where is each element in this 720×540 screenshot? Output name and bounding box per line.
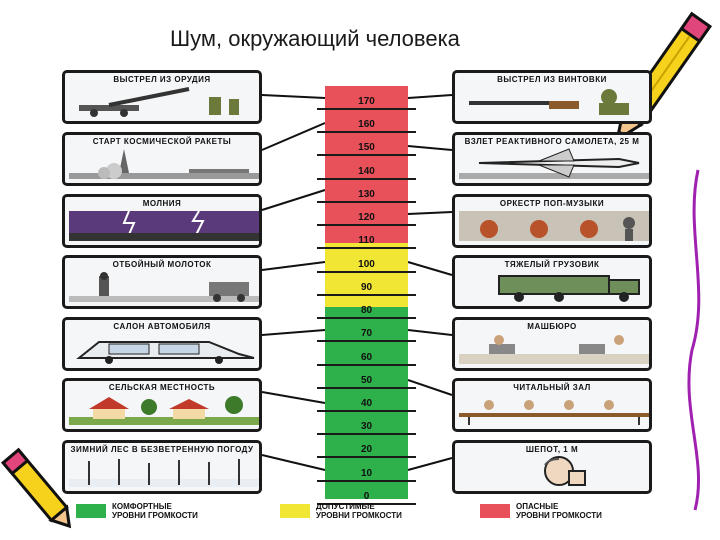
left-panel-6: СЕЛЬСКАЯ МЕСТНОСТЬ bbox=[62, 378, 262, 432]
left-panel-5: САЛОН АВТОМОБИЛЯ bbox=[62, 317, 262, 371]
allowed-zone bbox=[325, 243, 408, 307]
rocket-icon bbox=[69, 149, 259, 179]
panel-caption: ВЫСТРЕЛ ИЗ ОРУДИЯ bbox=[113, 75, 211, 84]
scale-tick-label: 30 bbox=[360, 421, 373, 433]
forest-icon bbox=[69, 459, 259, 487]
scale-tick-label: 100 bbox=[358, 258, 375, 270]
panel-caption: МАШБЮРО bbox=[527, 322, 577, 331]
whisper-icon bbox=[544, 456, 586, 486]
scale-tick-label: 80 bbox=[360, 305, 373, 317]
village-icon bbox=[69, 396, 259, 425]
scale-tick bbox=[317, 363, 416, 366]
scale-tick bbox=[317, 410, 416, 412]
legend-label-line2: УРОВНИ ГРОМКОСТИ bbox=[316, 511, 402, 520]
comfort-zone bbox=[325, 307, 408, 499]
scale-tick bbox=[317, 154, 416, 157]
scale-tick bbox=[317, 293, 416, 296]
left-panel-4: ОТБОЙНЫЙ МОЛОТОК bbox=[62, 255, 262, 309]
right-panel-6: ЧИТАЛЬНЫЙ ЗАЛ bbox=[452, 378, 652, 432]
scale-tick bbox=[317, 502, 416, 505]
jackhammer-icon bbox=[69, 272, 259, 302]
left-panel-3: МОЛНИЯ bbox=[62, 194, 262, 248]
panel-caption: ОРКЕСТР ПОП-МУЗЫКИ bbox=[499, 199, 605, 208]
truck-icon bbox=[498, 275, 640, 302]
scale-tick bbox=[317, 270, 416, 273]
scale-tick-label: 90 bbox=[360, 281, 373, 293]
page-title: Шум, окружающий человека bbox=[170, 26, 460, 51]
scale-tick bbox=[317, 177, 416, 180]
scale-tick-label: 20 bbox=[360, 444, 373, 456]
panel-caption: ЗИМНИЙ ЛЕС В БЕЗВЕТРЕННУЮ ПОГОДУ bbox=[70, 445, 254, 454]
legend-label-line1: ОПАСНЫЕ bbox=[516, 502, 559, 511]
panel-caption: ТЯЖЕЛЫЙ ГРУЗОВИК bbox=[504, 260, 600, 269]
scale-tick-label: 50 bbox=[360, 374, 373, 386]
scale-tick-label: 130 bbox=[358, 188, 375, 200]
scale-tick bbox=[317, 247, 416, 250]
scale-tick-label: 140 bbox=[358, 165, 375, 177]
car-icon bbox=[76, 341, 255, 364]
scale-tick-label: 40 bbox=[360, 398, 373, 409]
panel-caption: ЧИТАЛЬНЫЙ ЗАЛ bbox=[513, 383, 591, 392]
scale-tick-label: 170 bbox=[358, 96, 375, 107]
scale-tick bbox=[317, 479, 416, 482]
legend-label-line1: ДОПУСТИМЫЕ bbox=[316, 502, 375, 511]
left-panel-7: ЗИМНИЙ ЛЕС В БЕЗВЕТРЕННУЮ ПОГОДУ bbox=[62, 440, 262, 494]
pencil-icon bbox=[687, 169, 701, 511]
scale-tick-label: 0 bbox=[363, 490, 370, 502]
legend-label-line1: КОМФОРТНЫЕ bbox=[112, 502, 172, 511]
scale-tick bbox=[317, 340, 416, 343]
scale-tick bbox=[317, 131, 416, 134]
scale-tick bbox=[317, 224, 416, 227]
scale-tick-label: 110 bbox=[358, 235, 375, 247]
legend-label-line2: УРОВНИ ГРОМКОСТИ bbox=[516, 511, 602, 520]
panel-caption: СТАРТ КОСМИЧЕСКОЙ РАКЕТЫ bbox=[92, 137, 232, 146]
scale-tick-label: 120 bbox=[358, 212, 375, 224]
scale-tick-label: 160 bbox=[358, 119, 375, 131]
legend-swatch bbox=[76, 504, 106, 518]
scale-tick-label: 70 bbox=[360, 328, 373, 340]
jet-icon bbox=[459, 148, 649, 179]
scale-tick-label: 150 bbox=[358, 142, 375, 154]
scale-tick bbox=[317, 456, 416, 459]
rifle-icon bbox=[469, 89, 629, 115]
scale-tick bbox=[317, 108, 416, 110]
artillery-icon bbox=[79, 87, 239, 117]
panel-caption: ВЗЛЕТ РЕАКТИВНОГО САМОЛЕТА, 25 М bbox=[464, 137, 640, 146]
scale-tick bbox=[317, 433, 416, 436]
panel-caption: САЛОН АВТОМОБИЛЯ bbox=[113, 322, 211, 331]
panel-caption: МОЛНИЯ bbox=[142, 199, 182, 208]
lightning-icon bbox=[69, 210, 259, 241]
scale-tick bbox=[317, 386, 416, 389]
pencil-icon bbox=[1, 447, 72, 529]
right-panel-5: МАШБЮРО bbox=[452, 317, 652, 371]
panel-caption: ВЫСТРЕЛ ИЗ ВИНТОВКИ bbox=[497, 75, 607, 84]
left-panel-2: СТАРТ КОСМИЧЕСКОЙ РАКЕТЫ bbox=[62, 132, 262, 186]
legend-swatch bbox=[280, 504, 310, 518]
scale-tick-label: 60 bbox=[360, 351, 373, 363]
legend-swatch bbox=[480, 504, 510, 518]
right-panel-7: ШЕПОТ, 1 М bbox=[452, 440, 652, 494]
danger-zone bbox=[325, 86, 408, 243]
panel-caption: ШЕПОТ, 1 М bbox=[525, 445, 579, 454]
right-panel-4: ТЯЖЕЛЫЙ ГРУЗОВИК bbox=[452, 255, 652, 309]
scale-tick-label: 10 bbox=[360, 467, 373, 479]
legend-label-line2: УРОВНИ ГРОМКОСТИ bbox=[112, 511, 198, 520]
office-icon bbox=[459, 335, 649, 364]
right-panel-2: ВЗЛЕТ РЕАКТИВНОГО САМОЛЕТА, 25 М bbox=[452, 132, 652, 186]
band-icon bbox=[459, 211, 649, 241]
reading-room-icon bbox=[459, 400, 649, 425]
scale-tick bbox=[317, 317, 416, 320]
scale-tick bbox=[317, 200, 416, 203]
right-panel-1: ВЫСТРЕЛ ИЗ ВИНТОВКИ bbox=[452, 70, 652, 124]
left-panel-1: ВЫСТРЕЛ ИЗ ОРУДИЯ bbox=[62, 70, 262, 124]
panel-caption: СЕЛЬСКАЯ МЕСТНОСТЬ bbox=[108, 383, 216, 392]
panel-caption: ОТБОЙНЫЙ МОЛОТОК bbox=[112, 260, 212, 269]
right-panel-3: ОРКЕСТР ПОП-МУЗЫКИ bbox=[452, 194, 652, 248]
